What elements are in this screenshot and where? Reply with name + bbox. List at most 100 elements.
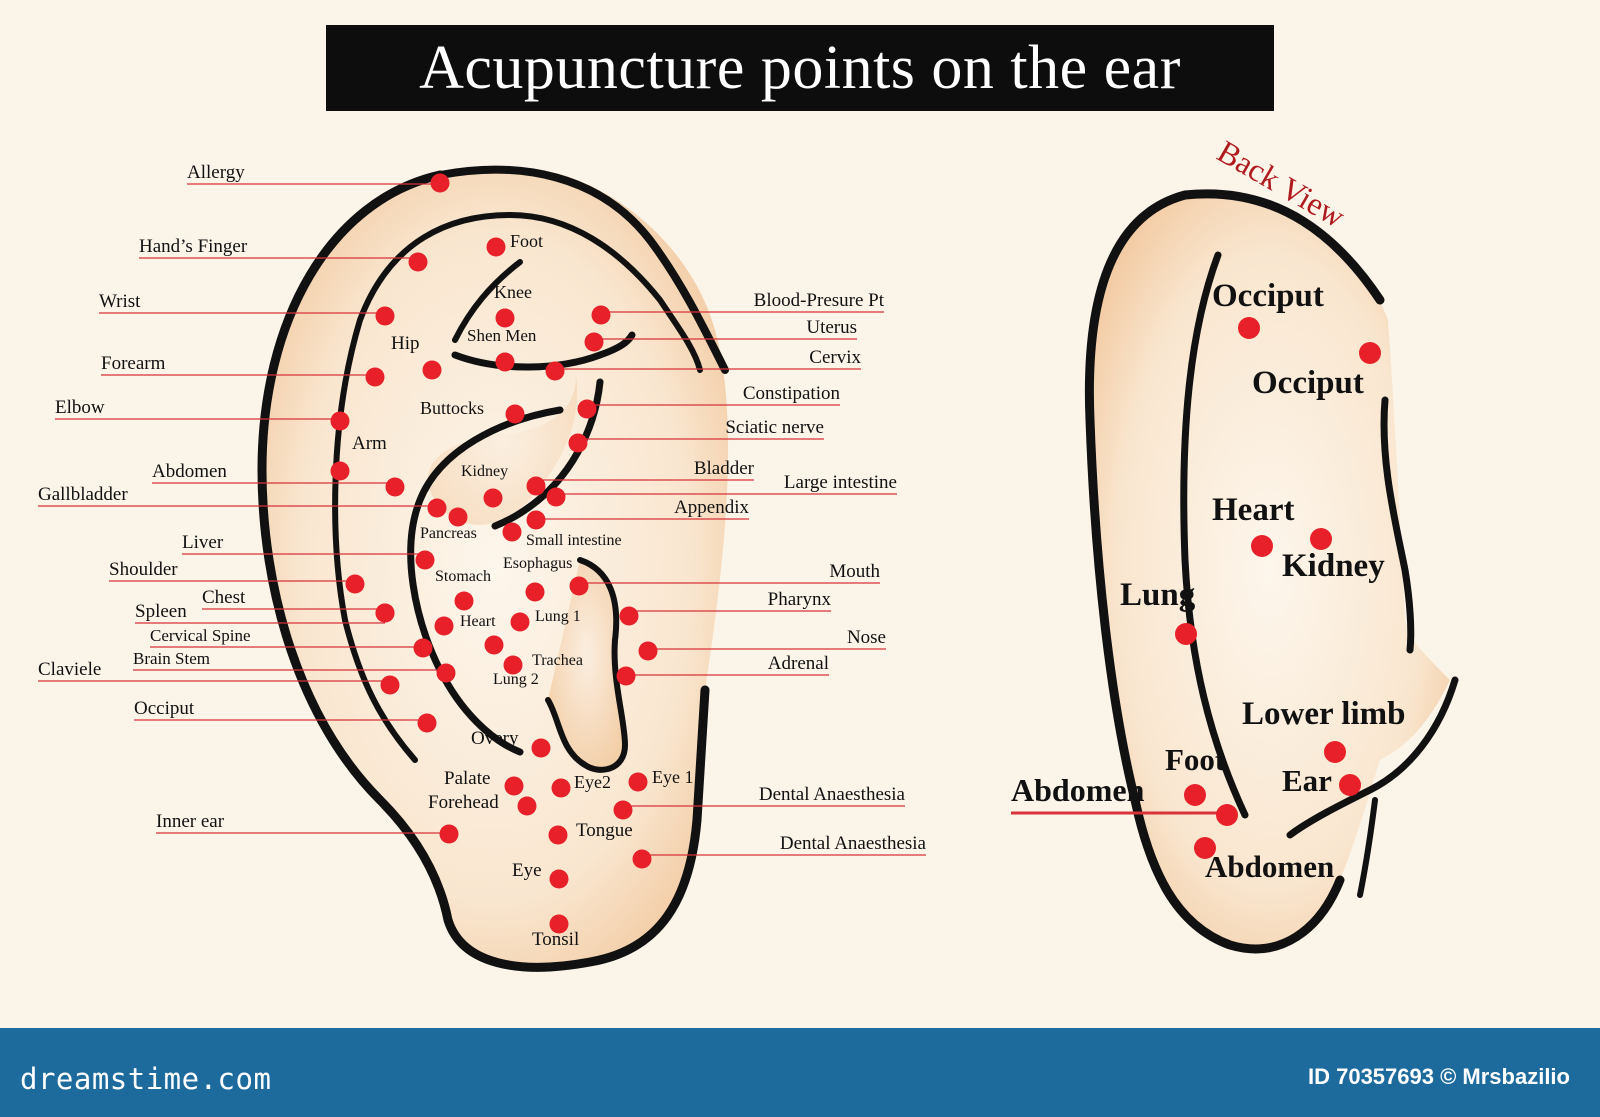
point-label: Spleen [135, 601, 187, 622]
acupuncture-point [1194, 837, 1216, 859]
point-label: Lung 2 [493, 671, 539, 688]
acupuncture-point [427, 498, 447, 518]
acupuncture-point [1175, 623, 1197, 645]
point-label: Liver [182, 532, 224, 553]
point-label: Pancreas [420, 525, 477, 542]
point-label: Occiput [1252, 365, 1364, 401]
point-label: Overy [471, 728, 519, 749]
acupuncture-point [330, 461, 350, 481]
point-label: Appendix [674, 497, 749, 518]
acupuncture-point [495, 352, 515, 372]
front-ear-top-rim [436, 165, 729, 374]
acupuncture-point [1238, 317, 1260, 339]
acupuncture-point [503, 655, 523, 675]
front-ear-tragus [545, 557, 629, 773]
acupuncture-point [365, 367, 385, 387]
acupuncture-point [330, 411, 350, 431]
point-label: Mouth [829, 561, 880, 582]
point-label: Eye [512, 860, 542, 881]
acupuncture-point [434, 616, 454, 636]
point-label: Knee [494, 282, 532, 302]
back-ear-outer-rim [1084, 189, 1385, 954]
acupuncture-point [510, 612, 530, 632]
point-label: Uterus [806, 317, 857, 338]
acupuncture-point [545, 361, 565, 381]
page-title: Acupuncture points on the ear [419, 33, 1181, 102]
front-ear [257, 165, 729, 972]
point-label: Nose [847, 627, 886, 648]
point-label: Foot [510, 231, 543, 251]
acupuncture-point [591, 305, 611, 325]
acupuncture-point [413, 638, 433, 658]
acupuncture-point [549, 914, 569, 934]
front-ear-concha-curve [407, 406, 564, 756]
point-label: Occiput [134, 698, 195, 719]
acupuncture-point [380, 675, 400, 695]
point-label: Kidney [461, 463, 508, 480]
acupuncture-point [385, 477, 405, 497]
acupuncture-point [408, 252, 428, 272]
point-label: Hand’s Finger [139, 236, 248, 257]
point-label: Kidney [1282, 548, 1385, 584]
acupuncture-point [495, 308, 515, 328]
acupuncture-point [375, 603, 395, 623]
acupuncture-point [1359, 342, 1381, 364]
acupuncture-point [546, 487, 566, 507]
point-label: Gallbladder [38, 484, 128, 505]
acupuncture-point [577, 399, 597, 419]
point-label: Eye2 [574, 772, 611, 792]
acupuncture-point [484, 635, 504, 655]
point-label: Eye 1 [652, 767, 693, 787]
point-label: Abdomen [1011, 772, 1145, 808]
acupuncture-point [632, 849, 652, 869]
acupuncture-point [569, 576, 589, 596]
point-label: Trachea [532, 652, 583, 669]
acupuncture-point [526, 510, 546, 530]
acupuncture-point [549, 869, 569, 889]
point-label: Small intestine [526, 532, 622, 549]
point-label: Sciatic nerve [725, 417, 824, 438]
acupuncture-point [526, 476, 546, 496]
acupuncture-point [551, 778, 571, 798]
footer-bar [0, 1028, 1600, 1117]
front-ear-antihelix [342, 617, 418, 763]
point-label: Constipation [743, 383, 841, 404]
acupuncture-point [628, 772, 648, 792]
back-ear [1084, 189, 1459, 954]
back-ear-lobe-inner [1357, 797, 1378, 898]
acupuncture-point [486, 237, 506, 257]
back-ear-fill [1089, 192, 1450, 949]
footer-image-id: ID 70357693 © Mrsbazilio [1307, 1064, 1570, 1089]
front-ear-crus [451, 331, 636, 371]
acupuncture-point [1216, 804, 1238, 826]
leader-lines [38, 183, 1217, 856]
acupuncture-point [436, 663, 456, 683]
acupuncture-point [504, 776, 524, 796]
point-label: Cervix [809, 347, 861, 368]
acupuncture-points [330, 173, 1381, 934]
acupuncture-point [638, 641, 658, 661]
acupuncture-point [517, 796, 537, 816]
point-label: Large intestine [784, 472, 897, 493]
acupuncture-point [345, 574, 365, 594]
acupuncture-point [1310, 528, 1332, 550]
point-label: Chest [202, 587, 246, 608]
point-label: Heart [460, 613, 496, 630]
acupuncture-point [1339, 774, 1361, 796]
acupuncture-point [430, 173, 450, 193]
point-label: Wrist [99, 291, 141, 312]
point-label: Tonsil [532, 929, 579, 950]
point-label: Ear [1282, 763, 1332, 798]
point-label: Claviele [38, 659, 101, 680]
point-label: Cervical Spine [150, 626, 251, 645]
point-label: Forearm [101, 353, 166, 374]
point-label: Esophagus [503, 555, 572, 572]
acupuncture-point [619, 606, 639, 626]
point-label: Arm [352, 433, 387, 454]
point-label: Lower limb [1242, 696, 1405, 732]
point-label: Hip [391, 333, 420, 354]
point-label: Foot [1165, 742, 1226, 777]
acupuncture-point [448, 507, 468, 527]
point-label: Inner ear [156, 811, 225, 832]
